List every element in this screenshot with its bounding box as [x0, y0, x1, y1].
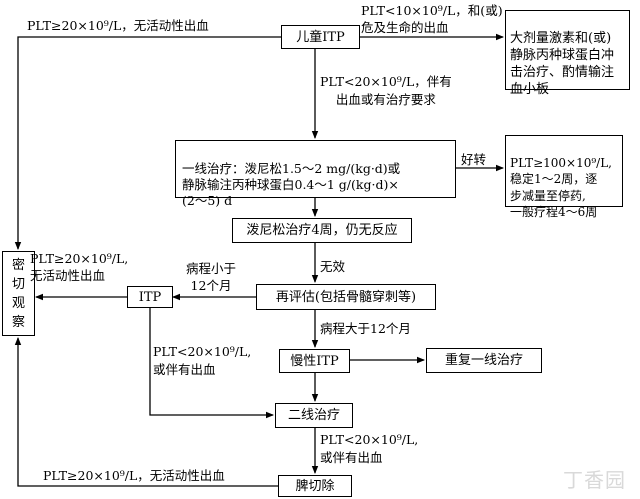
node-splenectomy-text: 脾切除: [295, 478, 335, 494]
arrow-splenectomy-to-observe: [14, 337, 278, 487]
label-plt-lt20-or-a: PLT<20×10⁹/L, 或伴有出血: [153, 344, 252, 377]
label-under-12: 病程小于 12个月: [186, 261, 237, 293]
label-plt-lt20-or-b: PLT<20×10⁹/L, 或伴有出血: [320, 432, 419, 465]
node-high-dose-text: 大剂量激素和(或) 静脉丙种球蛋白冲 击治疗、酌情输注 血小板: [510, 31, 615, 97]
label-plt-lt10: PLT<10×10⁹/L，和(或) 危及生命的出血: [361, 3, 503, 35]
arrow-itp-to-observe: [14, 36, 281, 250]
node-chronic: 慢性ITP: [279, 349, 350, 373]
label-improve: 好转: [461, 152, 487, 167]
label-plt-ge20-top: PLT≥20×10⁹/L，无活动性出血: [27, 18, 209, 33]
node-itp-short: ITP: [127, 286, 173, 308]
node-observe-text: 密 切 观 察: [11, 257, 25, 330]
node-splenectomy: 脾切除: [278, 475, 352, 497]
watermark-logo: 丁香园: [563, 468, 626, 492]
label-over-12: 病程大于12个月: [320, 321, 411, 336]
node-stable-text: PLT≥100×10⁹/L, 稳定1～2周，逐 步减量至停药, 一般疗程4～6周: [510, 155, 612, 220]
node-repeat-text: 重复一线治疗: [444, 353, 523, 368]
label-plt-lt20-bleed: PLT<20×10⁹/L，伴有 出血或有治疗要求: [320, 74, 452, 107]
node-child-itp-text: 儿童ITP: [296, 29, 345, 45]
node-first-line: 一线治疗：泼尼松1.5～2 mg/(kg·d)或 静脉输注丙种球蛋白0.4～1 …: [175, 140, 456, 208]
node-pred4w: 泼尼松治疗4周，仍无反应: [232, 218, 412, 243]
label-plt-ge20-bottom: PLT≥20×10⁹/L，无活动性出血: [43, 468, 225, 483]
node-second-line-text: 二线治疗: [287, 408, 340, 423]
label-no-effect: 无效: [320, 259, 346, 274]
node-chronic-text: 慢性ITP: [290, 353, 339, 369]
node-reeval: 再评估(包括骨髓穿刺等): [256, 284, 436, 310]
node-reeval-text: 再评估(包括骨髓穿刺等): [275, 289, 417, 305]
node-second-line: 二线治疗: [275, 403, 353, 428]
node-repeat: 重复一线治疗: [426, 348, 542, 373]
node-high-dose: 大剂量激素和(或) 静脉丙种球蛋白冲 击治疗、酌情输注 血小板: [505, 10, 630, 97]
node-observe: 密 切 观 察: [2, 251, 35, 336]
label-plt-ge20-mid: PLT≥20×10⁹/L, 无活动性出血: [30, 251, 129, 283]
node-first-line-text: 一线治疗：泼尼松1.5～2 mg/(kg·d)或 静脉输注丙种球蛋白0.4～1 …: [182, 161, 401, 208]
node-child-itp: 儿童ITP: [281, 25, 360, 49]
node-itp-short-text: ITP: [138, 289, 162, 305]
node-pred4w-text: 泼尼松治疗4周，仍无反应: [246, 223, 398, 238]
node-stable: PLT≥100×10⁹/L, 稳定1～2周，逐 步减量至停药, 一般疗程4～6周: [505, 135, 623, 219]
arrow-itp-to-second-line: [149, 308, 274, 419]
